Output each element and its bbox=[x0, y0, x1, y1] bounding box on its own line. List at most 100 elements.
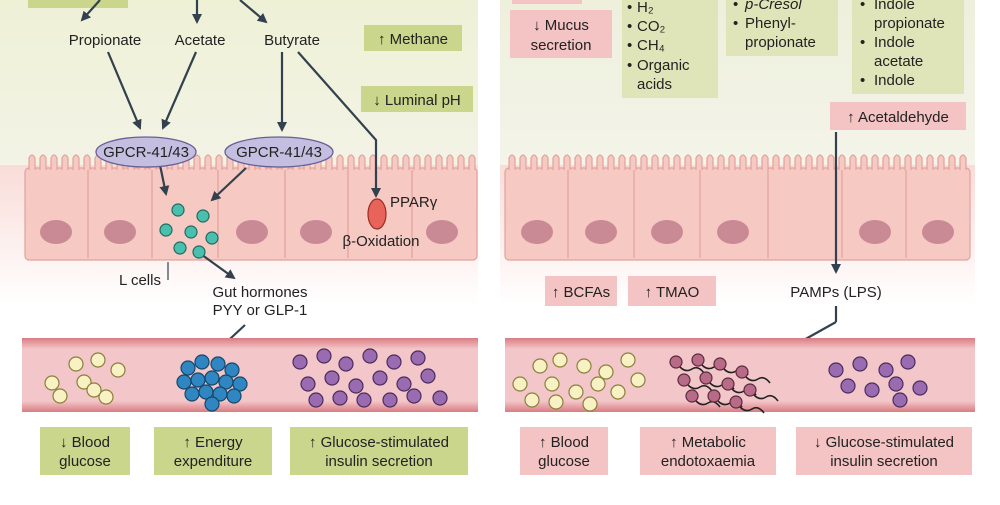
hormone-particle bbox=[226, 388, 242, 404]
acetaldehyde-label: ↑ Acetaldehyde bbox=[847, 109, 949, 126]
methane-box bbox=[364, 25, 462, 51]
left-purple-particles bbox=[292, 348, 448, 408]
microvillus bbox=[391, 154, 399, 170]
right-blood-glucose-line1: ↑ Blood bbox=[539, 434, 589, 451]
microvillus bbox=[783, 154, 791, 170]
insulin-particle bbox=[324, 370, 340, 386]
microvillus bbox=[530, 154, 538, 170]
mucus-line1: ↓ Mucus bbox=[533, 17, 589, 34]
gas-co2: CO₂ bbox=[637, 18, 666, 35]
glucose-particle bbox=[582, 396, 598, 412]
mucus-box bbox=[510, 10, 612, 58]
pamps-label: PAMPs (LPS) bbox=[790, 284, 881, 301]
left-blood-glucose-box bbox=[40, 427, 130, 475]
right-top-box-fragment bbox=[512, 0, 582, 4]
microvillus bbox=[50, 154, 58, 170]
glucose-particle bbox=[98, 389, 114, 405]
microvillus bbox=[28, 154, 36, 170]
svg-text:•: • bbox=[627, 0, 632, 16]
right-purple-particles bbox=[828, 354, 928, 408]
lps-tail bbox=[695, 400, 721, 408]
glucose-particle bbox=[90, 352, 106, 368]
left-epithelium bbox=[24, 154, 478, 261]
tmao-box bbox=[628, 276, 716, 306]
indole-1: Indole bbox=[874, 0, 915, 13]
gas-h2: H₂ bbox=[637, 0, 654, 16]
insulin-particle bbox=[900, 354, 916, 370]
right-yellow-particles bbox=[512, 352, 646, 412]
microvillus bbox=[739, 154, 747, 170]
right-blood-glucose-box bbox=[520, 427, 608, 475]
microvillus bbox=[673, 154, 681, 170]
microvillus bbox=[574, 154, 582, 170]
phenols-list: •p-Cresol •Phenyl- propionate bbox=[733, 0, 816, 51]
glucose-particle bbox=[610, 384, 626, 400]
insulin-particle bbox=[396, 376, 412, 392]
lps-particle bbox=[721, 377, 735, 391]
insulin-particle bbox=[386, 354, 402, 370]
lps-particle bbox=[685, 389, 699, 403]
glucose-particle bbox=[544, 376, 560, 392]
glucose-particle bbox=[620, 352, 636, 368]
tmao-label: ↑ TMAO bbox=[645, 284, 700, 301]
gpcr-right-label: GPCR-41/43 bbox=[236, 144, 322, 161]
l-cell-granules bbox=[159, 203, 219, 259]
insulin-particle bbox=[878, 362, 894, 378]
phenyl-label: Phenyl- bbox=[745, 15, 796, 32]
microvillus bbox=[805, 154, 813, 170]
microvillus bbox=[926, 154, 934, 170]
acetaldehyde-box bbox=[830, 102, 966, 130]
microvillus bbox=[849, 154, 857, 170]
microvillus bbox=[585, 154, 593, 170]
energy-expenditure-box bbox=[154, 427, 272, 475]
insulin-particle bbox=[406, 388, 422, 404]
hormone-particle bbox=[184, 386, 200, 402]
hormone-particle bbox=[176, 374, 192, 390]
beta-oxidation-label: β-Oxidation bbox=[343, 233, 420, 250]
left-arrows bbox=[80, 0, 381, 352]
insulin-particle bbox=[362, 348, 378, 364]
indole-2: Indole bbox=[874, 34, 915, 51]
butyrate-label: Butyrate bbox=[264, 32, 320, 49]
microvillus bbox=[882, 154, 890, 170]
lps-particle bbox=[729, 395, 743, 409]
hormone-particle bbox=[180, 360, 196, 376]
microvillus bbox=[684, 154, 692, 170]
microvillus bbox=[959, 154, 967, 170]
lps-tail bbox=[679, 366, 705, 374]
glucose-particle bbox=[576, 358, 592, 374]
microvillus bbox=[871, 154, 879, 170]
microvillus bbox=[629, 154, 637, 170]
right-panel: ↓ Mucus secretion •H₂ •CO₂ •CH₄ •Organic… bbox=[500, 0, 975, 475]
insulin-particle bbox=[308, 392, 324, 408]
glucose-particle bbox=[110, 362, 126, 378]
left-insulin-line2: insulin secretion bbox=[325, 453, 433, 470]
left-insulin-line1: ↑ Glucose-stimulated bbox=[309, 434, 449, 451]
lps-particle bbox=[691, 353, 705, 367]
glucose-particle bbox=[86, 382, 102, 398]
glucose-particle bbox=[76, 374, 92, 390]
insulin-particle bbox=[840, 378, 856, 394]
lps-tail bbox=[745, 376, 771, 384]
insulin-particle bbox=[292, 354, 308, 370]
left-top-box bbox=[28, 0, 128, 8]
glucose-particle bbox=[568, 384, 584, 400]
microvillus bbox=[827, 154, 835, 170]
gut-hormones-label: Gut hormones bbox=[212, 284, 307, 301]
gases-box bbox=[622, 0, 718, 98]
svg-text:•: • bbox=[860, 72, 865, 89]
lps-particle bbox=[669, 355, 683, 369]
insulin-particle bbox=[912, 380, 928, 396]
microvillus bbox=[336, 154, 344, 170]
right-insulin-line1: ↓ Glucose-stimulated bbox=[814, 434, 954, 451]
ppar-organelle bbox=[367, 198, 387, 230]
insulin-particle bbox=[828, 362, 844, 378]
lps-particle bbox=[713, 357, 727, 371]
gases-list: •H₂ •CO₂ •CH₄ •Organic acids bbox=[627, 0, 690, 93]
gpcr-right-oval bbox=[224, 136, 334, 168]
microvillus bbox=[61, 154, 69, 170]
svg-text:•: • bbox=[627, 37, 632, 54]
hormone-particle bbox=[204, 396, 220, 412]
insulin-particle bbox=[338, 356, 354, 372]
right-insulin-box bbox=[796, 427, 972, 475]
